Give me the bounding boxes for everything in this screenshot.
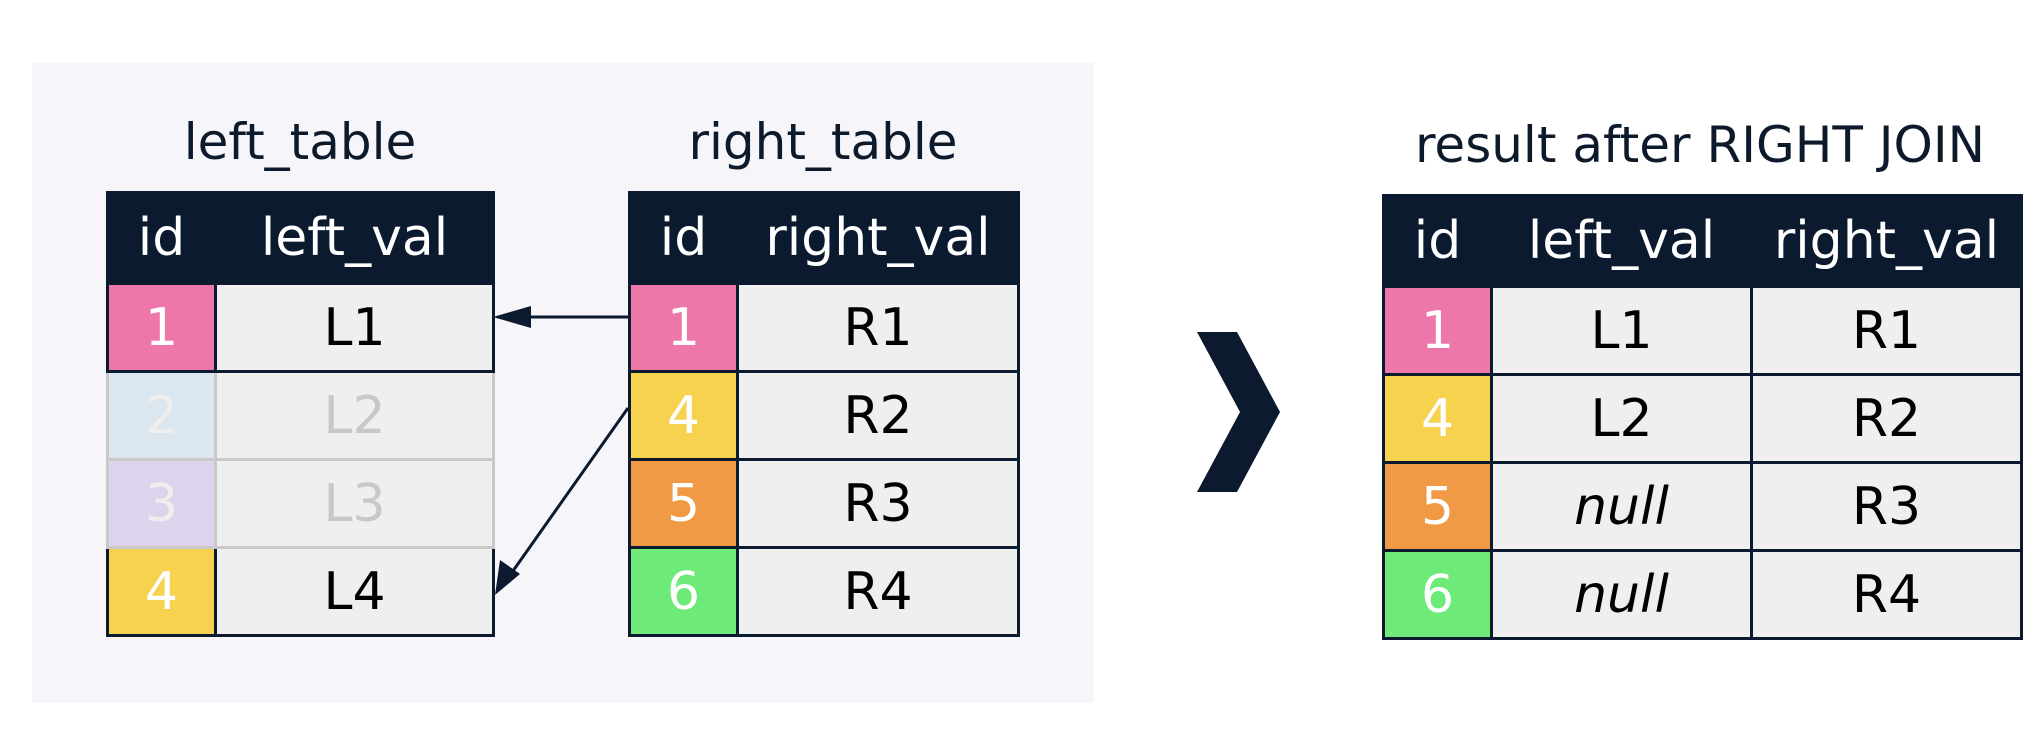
right-table-title: right_table xyxy=(688,113,958,171)
result-table-left-val-null: null xyxy=(1490,461,1753,552)
result-table-header-right-val: right_val xyxy=(1750,194,2023,288)
result-table-right-val-cell: R2 xyxy=(1750,373,2023,464)
left-table-val-cell: L3 xyxy=(214,458,495,549)
right-table-val-cell: R4 xyxy=(736,546,1020,637)
right-table-id-cell: 5 xyxy=(628,458,739,549)
result-table-row: 4 L2 R2 xyxy=(1382,373,2023,464)
result-table-id-cell: 5 xyxy=(1382,461,1493,552)
left-table-row: 4 L4 xyxy=(106,546,495,637)
left-table-id-cell: 4 xyxy=(106,546,217,637)
result-table-id-cell: 4 xyxy=(1382,373,1493,464)
left-table-id-cell: 2 xyxy=(106,370,217,461)
left-table-id-cell: 3 xyxy=(106,458,217,549)
right-table-header-right-val: right_val xyxy=(736,191,1020,285)
result-table-header-id: id xyxy=(1382,194,1493,288)
result-table-left-val-cell: L1 xyxy=(1490,285,1753,376)
result-table-header-row: id left_val right_val xyxy=(1382,194,2023,288)
left-table-header-id: id xyxy=(106,191,217,285)
result-table-id-cell: 1 xyxy=(1382,285,1493,376)
right-table-val-cell: R3 xyxy=(736,458,1020,549)
left-table-row-unmatched: 3 L3 xyxy=(106,458,495,549)
left-table-id-cell: 1 xyxy=(106,282,217,373)
right-table-row: 5 R3 xyxy=(628,458,1020,549)
result-table-row: 5 null R3 xyxy=(1382,461,2023,552)
result-table-right-val-cell: R1 xyxy=(1750,285,2023,376)
right-table-id-cell: 4 xyxy=(628,370,739,461)
left-table-header-left-val: left_val xyxy=(214,191,495,285)
left-table: id left_val 1 L1 2 L2 3 L3 4 L4 xyxy=(106,191,495,637)
right-table-row: 6 R4 xyxy=(628,546,1020,637)
arrow-head-l4 xyxy=(495,560,520,595)
result-table-right-val-cell: R4 xyxy=(1750,549,2023,640)
right-table-val-cell: R2 xyxy=(736,370,1020,461)
result-table-title: result after RIGHT JOIN xyxy=(1414,116,1986,174)
right-table-header-id: id xyxy=(628,191,739,285)
result-table-id-cell: 6 xyxy=(1382,549,1493,640)
left-table-val-cell: L4 xyxy=(214,546,495,637)
result-table-row: 6 null R4 xyxy=(1382,549,2023,640)
arrow-row4-to-l4 xyxy=(506,407,630,579)
result-table-right-val-cell: R3 xyxy=(1750,461,2023,552)
result-table-row: 1 L1 R1 xyxy=(1382,285,2023,376)
right-table-val-cell: R1 xyxy=(736,282,1020,373)
right-table-id-cell: 1 xyxy=(628,282,739,373)
left-table-row-unmatched: 2 L2 xyxy=(106,370,495,461)
result-table-left-val-null: null xyxy=(1490,549,1753,640)
right-table-row: 1 R1 xyxy=(628,282,1020,373)
right-table: id right_val 1 R1 4 R2 5 R3 6 R4 xyxy=(628,191,1020,637)
arrow-head-l1 xyxy=(493,306,531,328)
result-table-left-val-cell: L2 xyxy=(1490,373,1753,464)
chevron-right-icon xyxy=(1197,332,1280,492)
left-table-title: left_table xyxy=(183,113,417,171)
left-table-header-row: id left_val xyxy=(106,191,495,285)
left-table-row: 1 L1 xyxy=(106,282,495,373)
right-table-id-cell: 6 xyxy=(628,546,739,637)
result-table: id left_val right_val 1 L1 R1 4 L2 R2 5 … xyxy=(1382,194,2023,640)
left-table-val-cell: L1 xyxy=(214,282,495,373)
left-table-val-cell: L2 xyxy=(214,370,495,461)
right-table-row: 4 R2 xyxy=(628,370,1020,461)
right-table-header-row: id right_val xyxy=(628,191,1020,285)
result-table-header-left-val: left_val xyxy=(1490,194,1753,288)
